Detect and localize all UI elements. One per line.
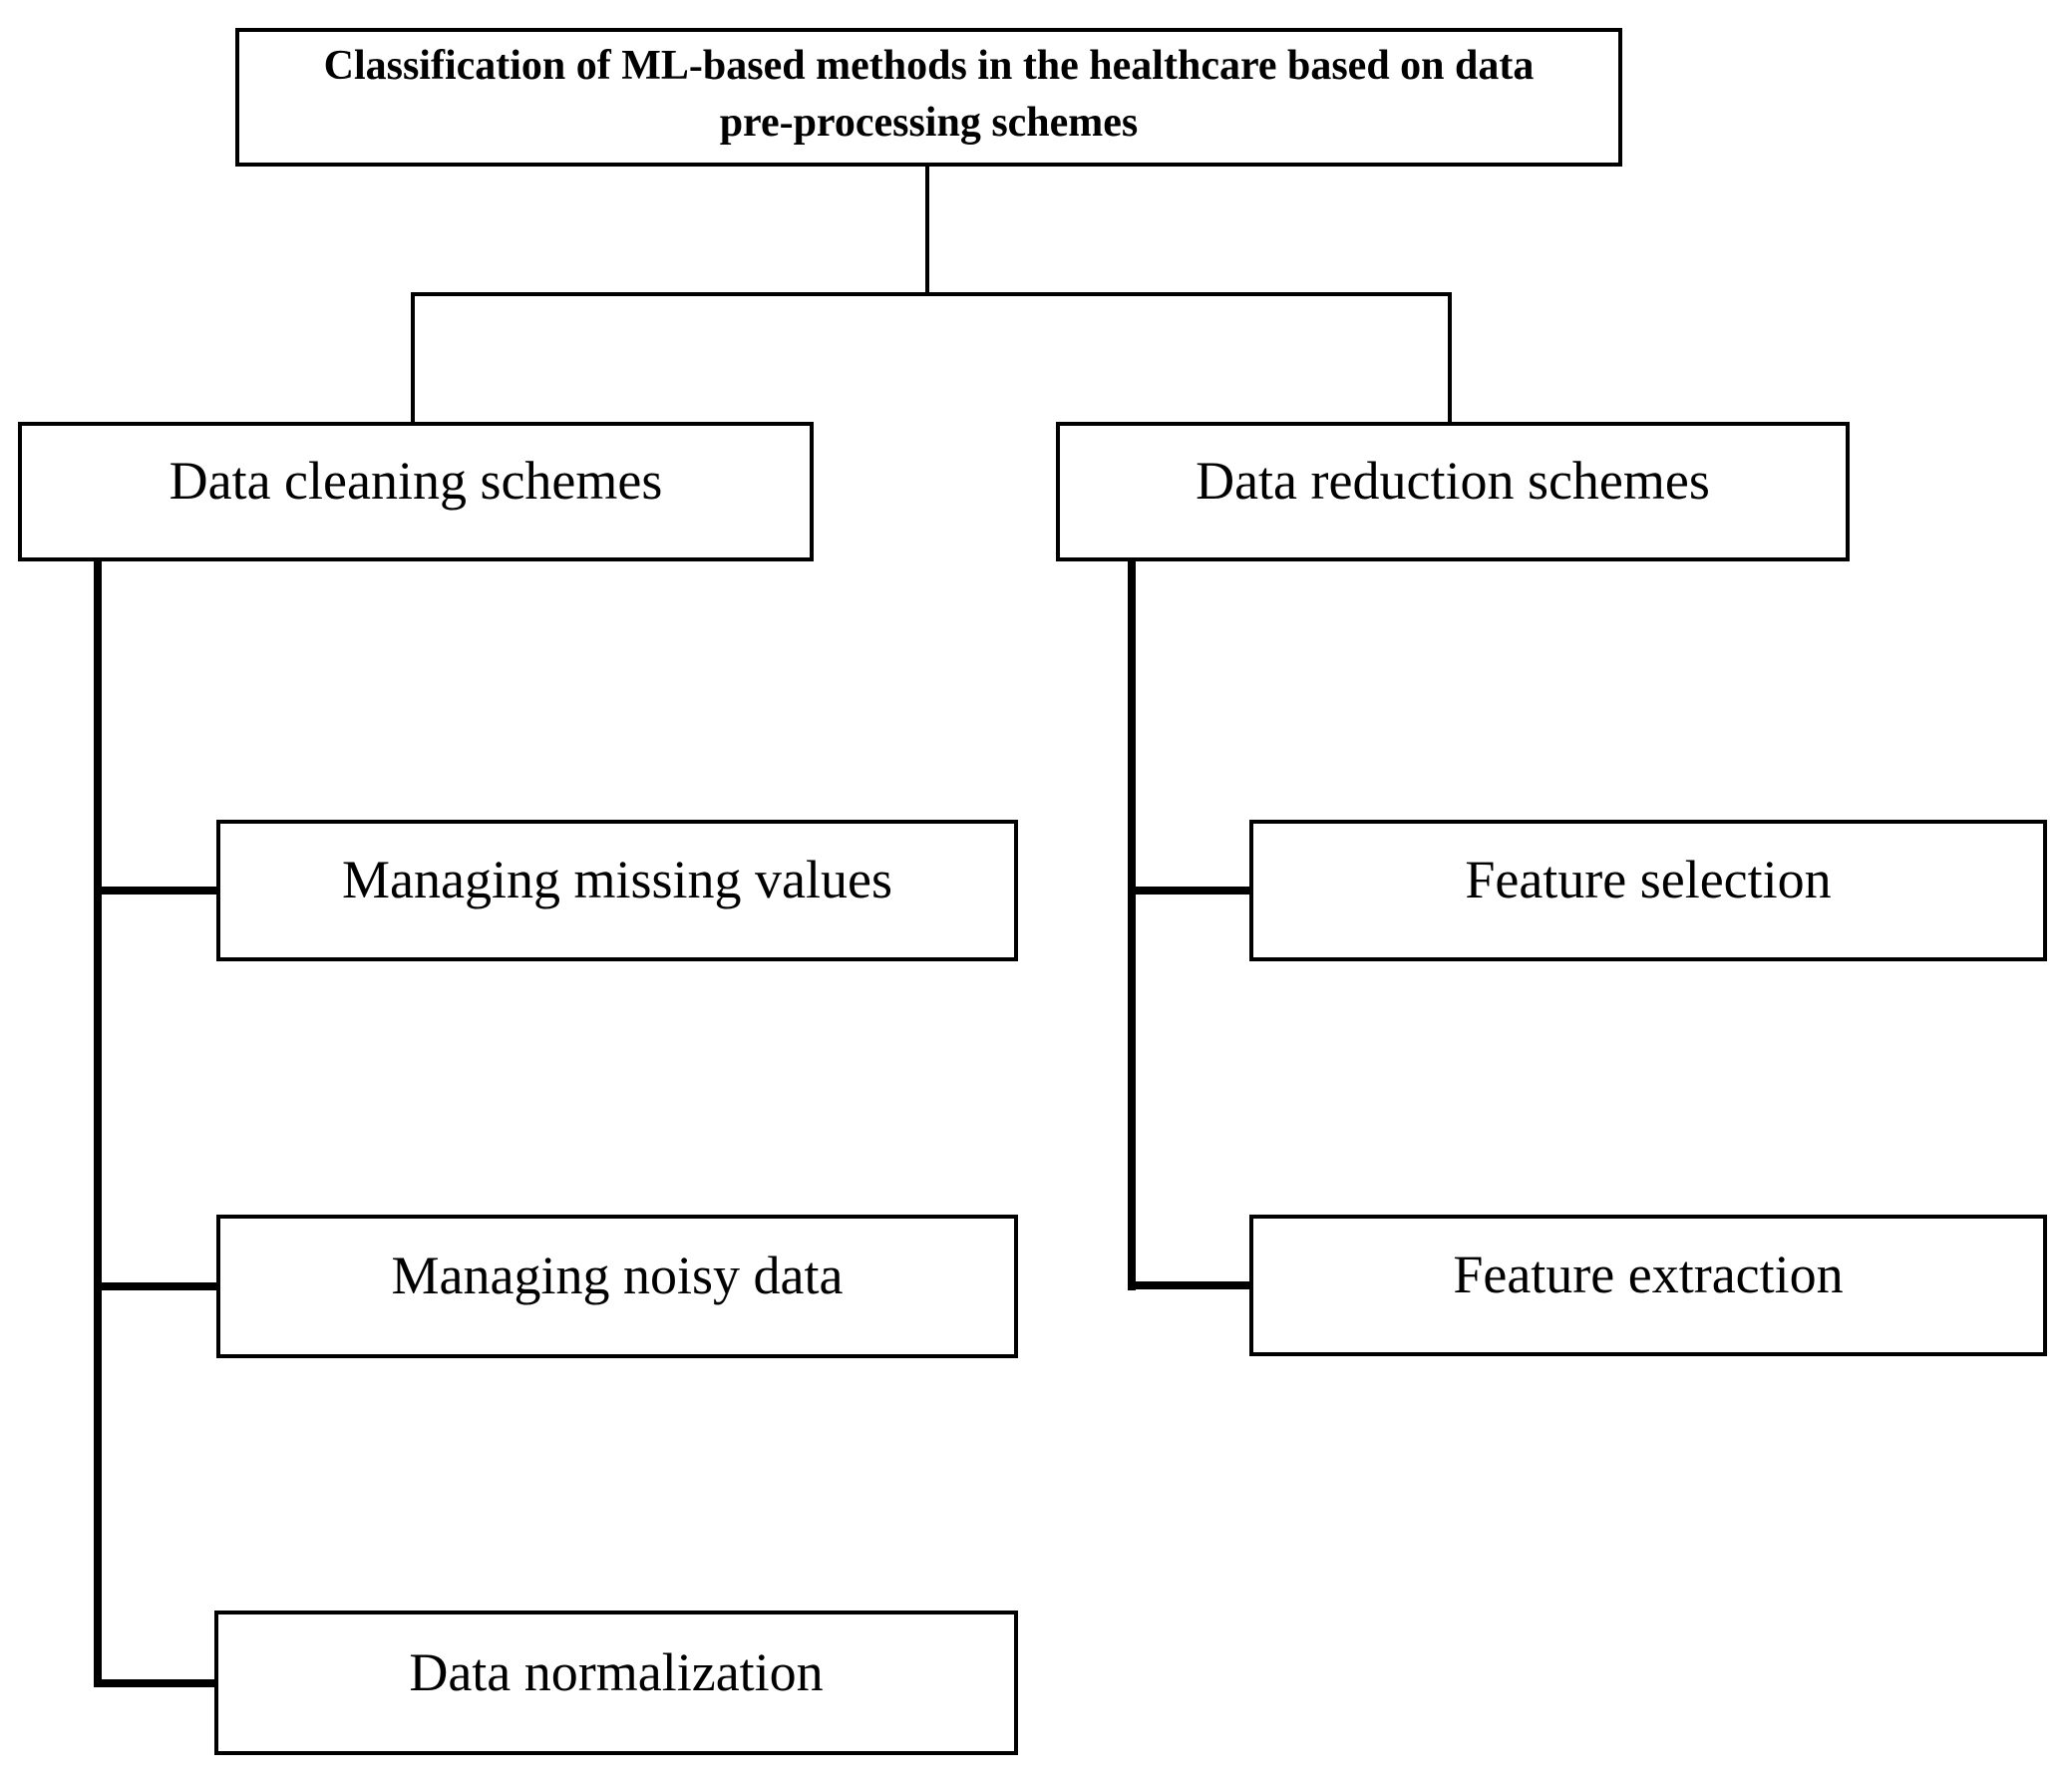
node-label: Managing missing values	[342, 850, 892, 909]
connector-right-branch-vertical	[1448, 292, 1452, 424]
node-data-normalization: Data normalization	[214, 1611, 1018, 1755]
stub-managing-missing-values	[94, 887, 220, 895]
trunk-left	[94, 559, 102, 1687]
node-label: Feature selection	[1465, 850, 1832, 909]
stub-managing-noisy-data	[94, 1282, 220, 1290]
node-title: Classification of ML-based methods in th…	[235, 28, 1622, 167]
node-managing-noisy-data: Managing noisy data	[216, 1215, 1018, 1358]
title-line-2: pre-processing schemes	[719, 100, 1139, 146]
node-feature-extraction: Feature extraction	[1249, 1215, 2047, 1356]
connector-root-vertical	[925, 165, 929, 294]
stub-feature-extraction	[1128, 1281, 1253, 1289]
trunk-right	[1128, 559, 1136, 1290]
stub-feature-selection	[1128, 887, 1253, 895]
node-label: Data cleaning schemes	[169, 451, 663, 511]
title-line-1: Classification of ML-based methods in th…	[323, 43, 1535, 89]
node-label: Feature extraction	[1453, 1245, 1844, 1304]
node-managing-missing-values: Managing missing values	[216, 820, 1018, 961]
node-data-reduction-schemes: Data reduction schemes	[1056, 422, 1850, 561]
node-feature-selection: Feature selection	[1249, 820, 2047, 961]
node-label: Data reduction schemes	[1196, 451, 1710, 511]
node-label: Data normalization	[409, 1641, 824, 1702]
connector-horizontal-rail	[411, 292, 1452, 296]
node-data-cleaning-schemes: Data cleaning schemes	[18, 422, 814, 561]
stub-data-normalization	[94, 1679, 220, 1687]
connector-left-branch-vertical	[411, 292, 415, 424]
node-label: Managing noisy data	[391, 1246, 844, 1305]
